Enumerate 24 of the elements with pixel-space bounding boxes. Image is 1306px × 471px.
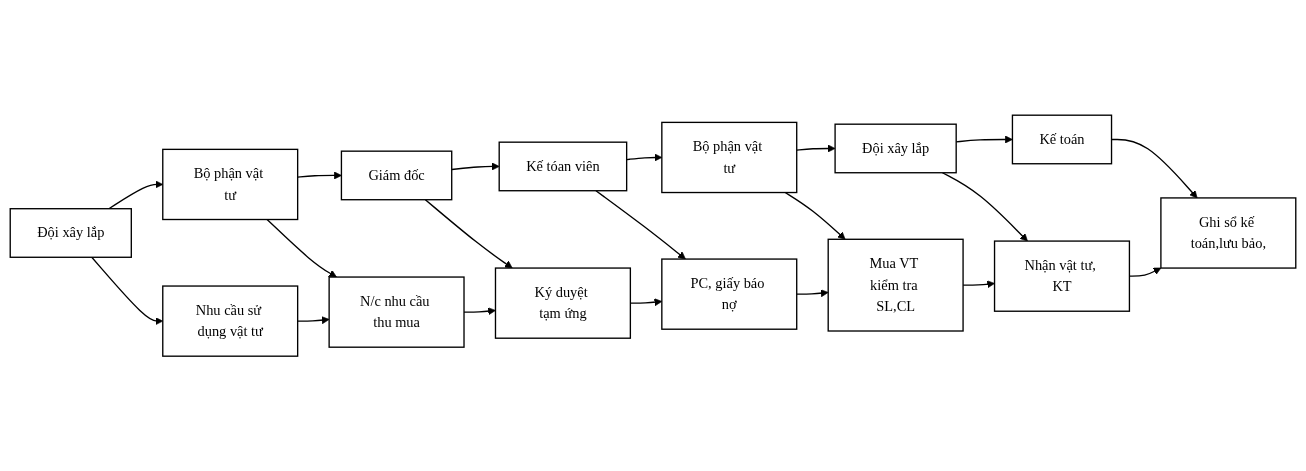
node-box: Đội xây lắp [9, 207, 132, 258]
node-box: Bộ phận vật tư [162, 148, 299, 220]
node-box: Giám đốc [340, 150, 453, 201]
node-box: N/c nhu cầu thu mua [328, 276, 465, 348]
arrow [297, 316, 330, 324]
node-box: Nhu cầu sử dụng vật tư [162, 285, 299, 357]
arrow [424, 198, 513, 269]
node-box: Ghi sổ kế toán,lưu bảo, [1160, 197, 1297, 269]
arrow [451, 162, 500, 171]
node-box: PC, giấy báo nợ [661, 258, 798, 330]
node-box: Mua VT kiểm tra SL,CL [827, 238, 964, 332]
node-box: Kế toán [1011, 114, 1113, 165]
arrow [796, 289, 829, 297]
arrow [266, 218, 337, 278]
arrow [784, 191, 846, 240]
node-box: Kế tóan viên [498, 141, 628, 192]
arrow [796, 144, 836, 153]
node-box: Đội xây lắp [834, 123, 957, 174]
arrow [595, 189, 686, 260]
node-box: Bộ phận vật tư [661, 121, 798, 193]
node-box: Nhận vật tư, KT [993, 240, 1131, 312]
arrow [297, 171, 342, 180]
arrow [941, 171, 1028, 242]
node-box: Ký duyệt tạm ứng [494, 267, 632, 339]
